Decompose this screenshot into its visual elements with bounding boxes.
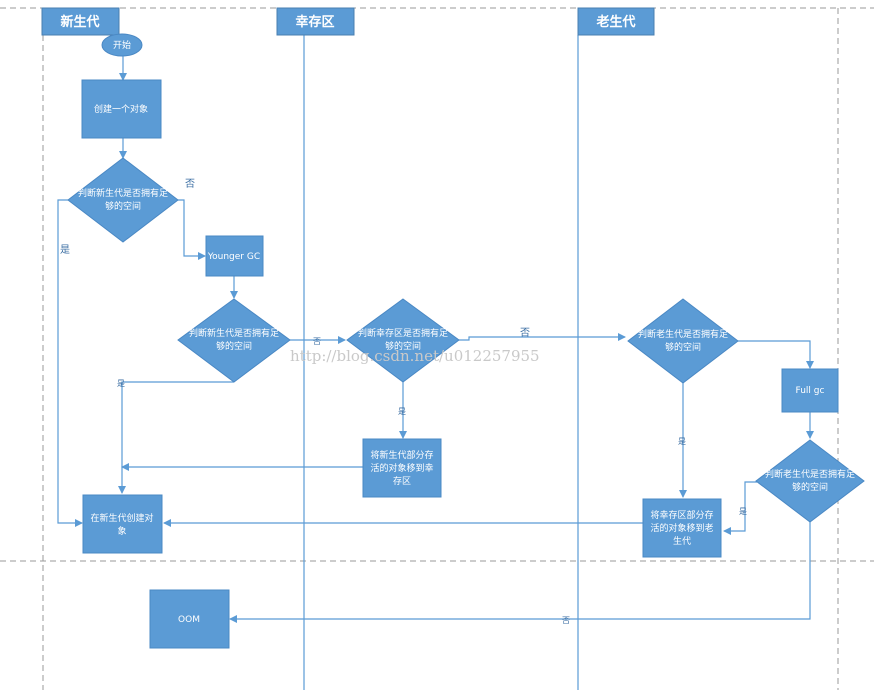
label-decision5-no: 否 <box>562 616 570 625</box>
label-decision1-no: 否 <box>185 178 195 190</box>
lane-title-young: 新生代 <box>60 14 99 30</box>
lane-header-young: 新生代 <box>41 7 120 36</box>
decision3-line1: 判断幸存区是否拥有足 <box>358 327 448 339</box>
decision5-line1: 判断老生代是否拥有足 <box>765 468 855 480</box>
edge-decision5-yes <box>723 481 757 535</box>
move-survivor-to-old-box: 将幸存区部分存 活的对象移到老 生代 <box>642 498 722 558</box>
label-decision4-yes: 是 <box>678 437 686 446</box>
full-gc-label: Full gc <box>796 386 825 396</box>
create-in-young-line1: 在新生代创建对 <box>90 512 153 524</box>
watermark-text: http://blog.csdn.net/u012257955 <box>290 347 540 365</box>
move-young-line1: 将新生代部分存 <box>370 449 433 461</box>
decision2-line2: 够的空间 <box>216 340 252 352</box>
decision-old-space-1: 判断老生代是否拥有足 够的空间 <box>627 298 739 384</box>
start-node: 开始 <box>101 33 143 57</box>
oom-box: OOM <box>149 589 230 649</box>
younger-gc-box: Younger GC <box>205 235 264 277</box>
decision-young-space-1: 判断新生代是否拥有足 够的空间 <box>67 157 179 243</box>
oom-label: OOM <box>178 615 200 625</box>
edge-decision1-no <box>178 199 206 260</box>
edge-decision5-no <box>229 522 811 623</box>
decision3-line2: 够的空间 <box>385 340 421 352</box>
create-object-label: 创建一个对象 <box>94 103 148 115</box>
create-in-young-line2: 象 <box>117 525 126 537</box>
decision1-line1: 判断新生代是否拥有足 <box>78 187 168 199</box>
label-decision2-no: 否 <box>313 337 321 346</box>
decision2-line1: 判断新生代是否拥有足 <box>189 327 279 339</box>
decision5-line2: 够的空间 <box>792 481 828 493</box>
move-surv-line3: 生代 <box>673 535 691 547</box>
move-surv-line1: 将幸存区部分存 <box>650 509 713 521</box>
label-decision5-yes: 是 <box>739 507 747 516</box>
move-young-line2: 活的对象移到幸 <box>370 462 433 474</box>
lane-title-old: 老生代 <box>595 14 635 30</box>
create-object-box: 创建一个对象 <box>81 79 162 139</box>
lane-header-survivor: 幸存区 <box>276 7 355 36</box>
lane-title-survivor: 幸存区 <box>295 14 334 30</box>
label-decision1-yes: 是 <box>60 244 70 256</box>
label-decision3-no: 否 <box>520 327 530 339</box>
decision4-line1: 判断老生代是否拥有足 <box>638 328 728 340</box>
move-young-to-survivor-box: 将新生代部分存 活的对象移到幸 存区 <box>362 438 442 498</box>
lane-header-old: 老生代 <box>577 7 655 36</box>
start-label: 开始 <box>113 39 131 51</box>
label-decision2-yes: 是 <box>117 379 125 388</box>
decision4-line2: 够的空间 <box>665 341 701 353</box>
decision-old-space-2: 判断老生代是否拥有足 够的空间 <box>755 439 865 523</box>
create-in-young-box: 在新生代创建对 象 <box>82 494 163 554</box>
full-gc-box: Full gc <box>781 368 839 413</box>
move-young-line3: 存区 <box>393 475 411 487</box>
younger-gc-label: Younger GC <box>207 252 260 262</box>
edge-decision3-no <box>459 333 626 341</box>
move-surv-line2: 活的对象移到老 <box>650 522 713 534</box>
edge-decision1-yes <box>57 199 83 527</box>
decision-young-space-2: 判断新生代是否拥有足 够的空间 <box>177 298 291 383</box>
label-decision3-yes: 是 <box>398 407 406 416</box>
decision1-line2: 够的空间 <box>105 200 141 212</box>
edge-decision2-yes <box>118 381 234 494</box>
decision-survivor-space: 判断幸存区是否拥有足 够的空间 <box>346 298 460 383</box>
edge-decision4-no <box>738 340 814 369</box>
